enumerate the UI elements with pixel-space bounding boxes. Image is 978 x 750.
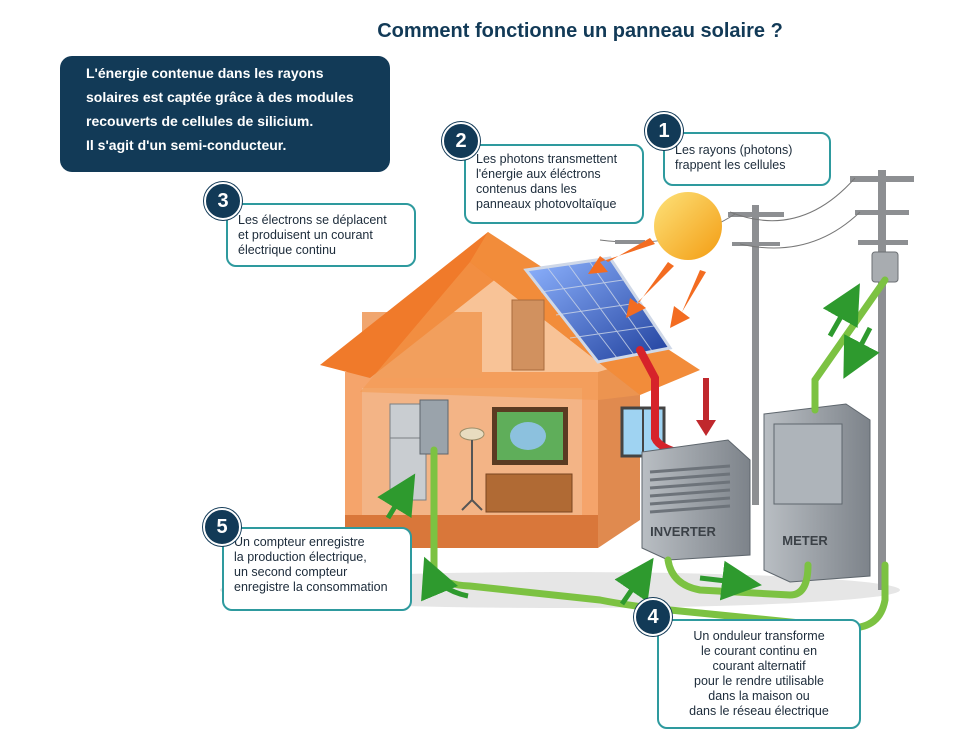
step-text: la production électrique, (234, 550, 367, 564)
intro-line: L'énergie contenue dans les rayons (86, 65, 324, 81)
meter-icon: METER (763, 403, 871, 583)
step-text: l'énergie aux éléctrons (476, 167, 601, 181)
step-5-callout: Un compteur enregistre la production éle… (222, 527, 412, 611)
step-4-callout: Un onduleur transforme le courant contin… (657, 619, 861, 729)
step-2-badge: 2 (442, 122, 480, 160)
step-text: le courant continu en (700, 644, 818, 658)
step-3-badge: 3 (204, 182, 242, 220)
intro-line: Il s'agit d'un semi-conducteur. (86, 137, 287, 153)
step-text: pour le rendre utilisable (694, 674, 824, 688)
down-arrow-icon (696, 378, 716, 436)
tv-icon (485, 407, 573, 513)
inverter-icon: INVERTER (641, 439, 751, 561)
sun-icon (654, 192, 722, 260)
step-text: enregistre la consommation (234, 580, 388, 594)
electric-meter-box (419, 399, 449, 455)
solar-panel-icon (523, 256, 673, 364)
meter-label: METER (782, 533, 828, 548)
step-text: frappent les cellules (675, 158, 786, 172)
step-text: Un onduleur transforme (693, 629, 825, 643)
intro-box: L'énergie contenue dans les rayons solai… (60, 56, 390, 172)
step-5-badge: 5 (203, 508, 241, 546)
step-text: dans le réseau électrique (689, 704, 829, 718)
step-4-badge: 4 (634, 598, 672, 636)
step-text: électrique continu (238, 243, 336, 257)
page-title: Comment fonctionne un panneau solaire ? (377, 20, 783, 42)
lamp-icon (459, 427, 485, 511)
current-flow-arrows (377, 283, 880, 606)
step-text: panneaux photovoltaïque (476, 197, 617, 211)
step-text: courant alternatif (712, 659, 806, 673)
step-text: Un compteur enregistre (234, 535, 365, 549)
step-3-callout: Les électrons se déplacent et produisent… (226, 203, 416, 267)
step-1-badge: 1 (645, 112, 683, 150)
utility-pole-icon (599, 170, 914, 590)
photon-arrows (588, 238, 706, 328)
step-text: Les électrons se déplacent (238, 213, 387, 227)
step-2-callout: Les photons transmettent l'énergie aux é… (464, 144, 644, 224)
step-1-callout: Les rayons (photons) frappent les cellul… (663, 132, 831, 186)
step-text: et produisent un courant (238, 228, 373, 242)
intro-line: solaires est captée grâce à des modules (86, 89, 354, 105)
inverter-label: INVERTER (650, 524, 716, 539)
step-text: Les rayons (photons) (675, 143, 793, 157)
step-text: un second compteur (234, 565, 348, 579)
step-text: dans la maison ou (708, 689, 810, 703)
step-text: contenus dans les (476, 182, 577, 196)
intro-line: recouverts de cellules de silicium. (86, 113, 314, 129)
step-text: Les photons transmettent (476, 152, 618, 166)
